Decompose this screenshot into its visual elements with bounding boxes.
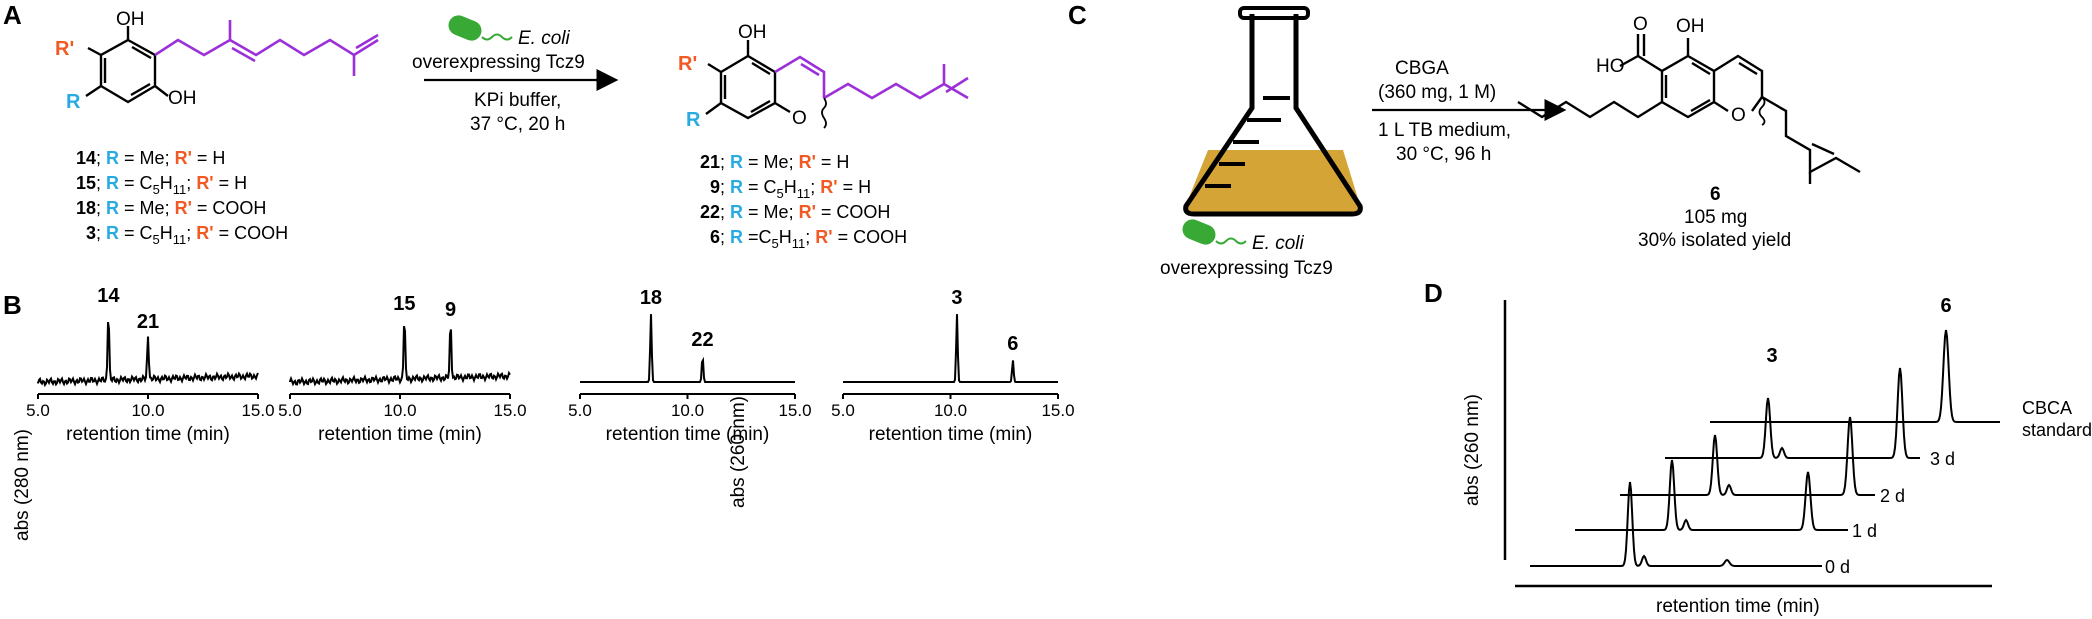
peak-label: 18: [640, 287, 662, 309]
atom-oh-top: OH: [116, 9, 145, 30]
product-row-22: 22; R = Me; R' = COOH: [700, 202, 890, 222]
product-structure: [705, 40, 791, 120]
panel-label-a: A: [3, 0, 22, 30]
stereo-bond-c: [1758, 96, 1766, 126]
panel-label-b: B: [3, 290, 22, 320]
peak-label-cbca: 6: [1940, 295, 1951, 317]
atom-o-product: O: [792, 108, 807, 129]
atom-r-product: R: [686, 109, 701, 131]
reactant-row-14: 14; R = Me; R' = H: [76, 148, 225, 168]
product-mass-c: 105 mg: [1684, 207, 1747, 228]
x-axis-title: retention time (min): [66, 424, 230, 445]
atom-rp-product: R': [678, 53, 697, 75]
timecourse-trace: [1665, 367, 1920, 459]
trace-label: 3 d: [1930, 449, 1955, 469]
trace-label: 0 d: [1825, 557, 1850, 577]
chromatogram-trace: [289, 325, 511, 387]
product-row-6: 6; R =C5H11; R' = COOH: [710, 227, 907, 251]
trace-label: 2 d: [1880, 486, 1905, 506]
timecourse-trace: [1575, 459, 1848, 531]
panel-label-d: D: [1424, 278, 1443, 308]
bacterium-icon-a: [448, 15, 513, 41]
arrow-top-label-a: overexpressing Tcz9: [412, 52, 585, 73]
atom-oh-cbca: OH: [1676, 16, 1705, 37]
cbca-structure: [1517, 34, 1861, 184]
timecourse-trace: [1620, 416, 1875, 496]
flask-caption: overexpressing Tcz9: [1160, 258, 1333, 279]
x-tick-label: 15.0: [1041, 401, 1074, 420]
x-tick-label: 10.0: [934, 401, 967, 420]
peak-label-cbga: 3: [1766, 345, 1777, 367]
chromatogram-trace: [37, 322, 259, 388]
product-list: 21; R = Me; R' = H 9; R = C5H11; R' = H …: [700, 152, 907, 251]
x-tick-label: 10.0: [383, 401, 416, 420]
panel-d-xlabel: retention time (min): [1656, 596, 1820, 617]
atom-oh-bottom: OH: [168, 88, 197, 109]
x-tick-label: 10.0: [671, 401, 704, 420]
arrow-bottom-label-c1: 1 L TB medium,: [1378, 120, 1511, 141]
stereo-bond-a: [821, 97, 827, 129]
peak-label: 9: [445, 299, 456, 321]
reactant-row-18: 18; R = Me; R' = COOH: [76, 198, 266, 218]
timecourse-trace: [1530, 481, 1822, 567]
panel-b-ylabel-right: abs (260 nm): [728, 396, 749, 508]
arrow-top-label-c2: (360 mg, 1 M): [1378, 82, 1496, 103]
arrow-bottom-label-a2: 37 °C, 20 h: [470, 114, 565, 135]
chromatogram-trace: [843, 314, 1058, 383]
atom-r: R: [66, 91, 81, 113]
x-tick-label: 5.0: [26, 401, 50, 420]
x-tick-label: 10.0: [131, 401, 164, 420]
x-tick-label: 5.0: [278, 401, 302, 420]
organism-label-c: E. coli: [1252, 233, 1305, 254]
panel-b-chromatograms: 5.0 10.0 15.0 14 21 retention time (min) 5.0 10…: [26, 285, 1074, 445]
reactant-list: 14; R = Me; R' = H 15; R = C5H11; R' = H…: [76, 148, 288, 247]
trace-label-2: standard: [2022, 420, 2092, 440]
x-tick-label: 15.0: [778, 401, 811, 420]
bacterium-icon-c: [1182, 219, 1247, 245]
pyran-ring-a: [774, 55, 969, 100]
organism-label-a: E. coli: [518, 28, 571, 49]
flask-icon: [1183, 6, 1363, 217]
panel-b-ylabel-left: abs (280 nm): [12, 429, 33, 541]
peak-label: 22: [691, 329, 713, 351]
x-tick-label: 15.0: [493, 401, 526, 420]
product-row-21: 21; R = Me; R' = H: [700, 152, 849, 172]
peak-label: 14: [97, 285, 120, 307]
peak-label: 6: [1007, 333, 1018, 355]
arrow-bottom-label-c2: 30 °C, 96 h: [1396, 144, 1491, 165]
product-row-9: 9; R = C5H11; R' = H: [710, 177, 871, 201]
trace-label: 1 d: [1852, 521, 1877, 541]
timecourse-trace: [1710, 329, 2000, 423]
trace-label: CBCA: [2022, 398, 2072, 418]
reactant-row-15: 15; R = C5H11; R' = H: [76, 173, 247, 197]
x-tick-label: 15.0: [241, 401, 274, 420]
atom-o-carbonyl: O: [1633, 14, 1648, 35]
peak-label: 15: [393, 293, 415, 315]
x-tick-label: 5.0: [568, 401, 592, 420]
panel-d-ylabel: abs (260 nm): [1462, 394, 1483, 506]
product-num-c: 6: [1710, 184, 1721, 205]
prenyl-chain-a: [154, 20, 379, 76]
atom-ho-cbca: HO: [1596, 56, 1625, 77]
x-tick-label: 5.0: [831, 401, 855, 420]
x-axis-title: retention time (min): [869, 424, 1033, 445]
atom-rp: R': [55, 38, 74, 60]
reactant-row-3: 3; R = C5H11; R' = COOH: [86, 223, 288, 247]
arrow-top-label-c1: CBGA: [1395, 58, 1449, 79]
product-yield-c: 30% isolated yield: [1638, 230, 1791, 251]
peak-label: 3: [951, 287, 962, 309]
panel-label-c: C: [1068, 0, 1087, 30]
x-axis-title: retention time (min): [606, 424, 770, 445]
arrow-bottom-label-a1: KPi buffer,: [474, 90, 561, 111]
peak-label: 21: [137, 311, 159, 333]
atom-oh-product: OH: [738, 22, 767, 43]
atom-o-ring: O: [1731, 105, 1746, 126]
reactant-structure: [85, 26, 169, 104]
x-axis-title: retention time (min): [318, 424, 482, 445]
chromatogram-trace: [580, 314, 795, 383]
